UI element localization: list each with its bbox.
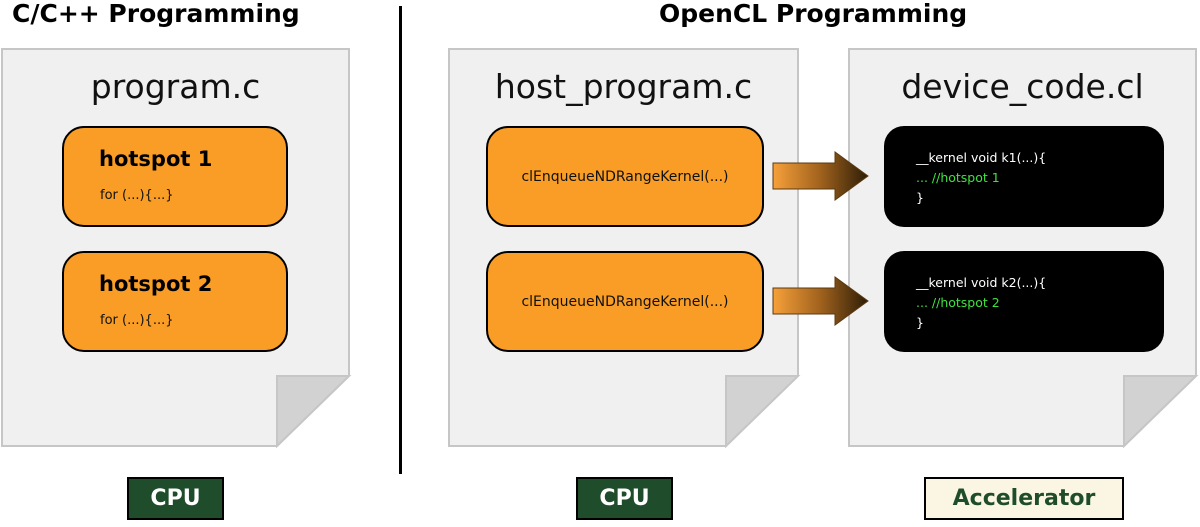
filename-device-code-cl: device_code.cl (901, 67, 1144, 106)
filename-program-c: program.c (90, 67, 261, 106)
kernel-box-2: __kernel void k2(...){ ... //hotspot 2 } (884, 251, 1164, 352)
section-title-cpp: C/C++ Programming (12, 0, 300, 28)
hotspot-code: for (...){...} (100, 313, 174, 328)
hotspot-box-2: hotspot 2 for (...){...} (62, 251, 288, 352)
kernel-close: } (916, 190, 924, 205)
section-title-opencl: OpenCL Programming (659, 0, 968, 28)
enqueue-call-text: clEnqueueNDRangeKernel(...) (521, 168, 729, 185)
accelerator-badge: Accelerator (924, 477, 1124, 520)
enqueue-call-box-1: clEnqueueNDRangeKernel(...) (486, 126, 764, 227)
hotspot-code: for (...){...} (100, 188, 174, 203)
filename-host-program-c: host_program.c (494, 67, 753, 106)
cpu-badge-left: CPU (127, 477, 224, 520)
kernel-box-1: __kernel void k1(...){ ... //hotspot 1 } (884, 126, 1164, 227)
kernel-close: } (916, 315, 924, 330)
kernel-signature: __kernel void k1(...){ (916, 150, 1047, 165)
kernel-body: ... //hotspot 2 (916, 295, 1000, 310)
kernel-signature: __kernel void k2(...){ (916, 275, 1047, 290)
section-divider (399, 6, 402, 474)
kernel-body: ... //hotspot 1 (916, 170, 1000, 185)
hotspot-title: hotspot 2 (99, 272, 213, 296)
cpu-badge-middle: CPU (576, 477, 673, 520)
hotspot-title: hotspot 1 (99, 147, 213, 171)
arrow-right-1 (772, 151, 869, 201)
enqueue-call-box-2: clEnqueueNDRangeKernel(...) (486, 251, 764, 352)
hotspot-box-1: hotspot 1 for (...){...} (62, 126, 288, 227)
arrow-right-2 (772, 276, 869, 326)
enqueue-call-text: clEnqueueNDRangeKernel(...) (521, 293, 729, 310)
